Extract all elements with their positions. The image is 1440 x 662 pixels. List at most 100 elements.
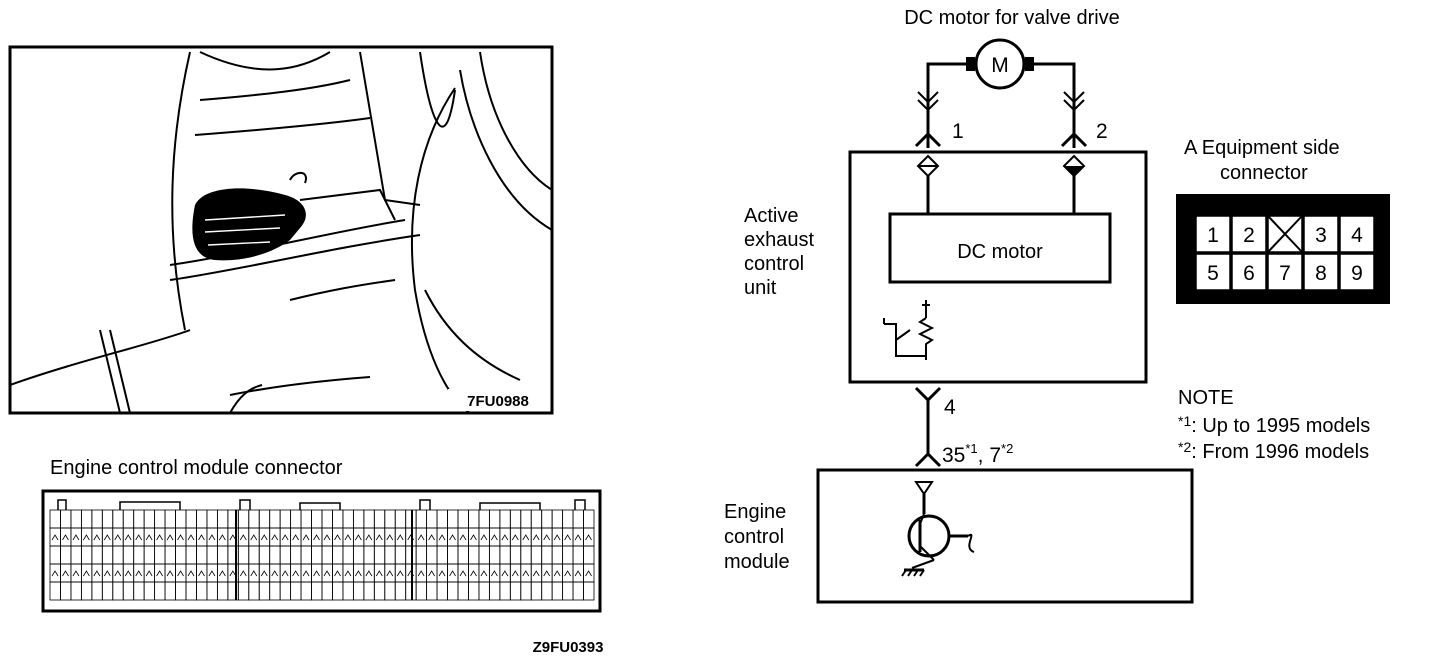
ecm-pin-cell: [436, 527, 448, 547]
ecm-pin-cell: [457, 563, 469, 583]
ecm-pin-cell: [80, 563, 93, 583]
ecm-pin-cell: [70, 509, 82, 529]
pin-4-connector: 4 35*1, 7*2: [914, 386, 1013, 468]
ecm-pin-cell: [154, 527, 166, 547]
connector-pin-number: 7: [1279, 262, 1291, 285]
ecm-pin-cell: [352, 527, 365, 547]
ecm-pin-cell: [311, 509, 323, 529]
ecm-pin-cell: [488, 545, 501, 565]
note-item-1: *1: Up to 1995 models: [1178, 413, 1370, 437]
ecm-pin-cell: [478, 563, 490, 583]
ecm-pin-cell: [112, 581, 124, 601]
ecm-pin-cell: [352, 581, 365, 601]
ecm-pin-cell: [237, 509, 250, 529]
ecm-pin-cell: [562, 545, 574, 565]
ecm-pin-cell: [154, 581, 166, 601]
ecm-pin-cell: [112, 563, 124, 583]
ecm-pin-cell: [572, 545, 584, 565]
ecm-pin-cell: [583, 581, 595, 601]
connector-blob: [192, 188, 306, 261]
ecm-pin-cell: [206, 581, 218, 601]
ecm-pin-cell: [583, 563, 595, 583]
aecu-label-line-4: unit: [744, 277, 777, 299]
ecm-pin-cell: [447, 509, 459, 529]
ecm-pin-cell: [520, 545, 532, 565]
ecm-pin-cell: [352, 563, 365, 583]
ecm-pin-cell: [572, 581, 584, 601]
ecm-pin-cell: [499, 563, 511, 583]
ecm-pin-cell: [499, 545, 511, 565]
ecm-pin-cell: [488, 581, 501, 601]
ecm-pin-cell: [248, 509, 260, 529]
ecm-pin-cell: [164, 563, 176, 583]
ecm-pin-cell: [237, 545, 250, 565]
ecm-pin-cell: [373, 581, 386, 601]
ecm-pin-cell: [332, 527, 344, 547]
ecm-pin-cell: [373, 509, 386, 529]
ecm-pin-cell: [258, 581, 271, 601]
connector-pin-number: 8: [1315, 262, 1327, 285]
ecm-pin-cell: [363, 545, 375, 565]
ecm-pin-cell: [133, 509, 145, 529]
ecm-pin-cell: [237, 581, 250, 601]
ecm-pin-cell: [342, 545, 354, 565]
inner-dc-motor-box: [888, 212, 1112, 284]
ecm-pin-cell: [394, 527, 407, 547]
ecm-label-line-2: control: [724, 526, 784, 548]
ecm-pin-cell: [488, 509, 501, 529]
aecu-box: [848, 150, 1148, 384]
ecm-pin-cell: [290, 563, 302, 583]
ecm-pin-cell: [394, 581, 407, 601]
connector-pin-cell: [1267, 215, 1303, 253]
ecm-pin-cell: [478, 527, 490, 547]
ecm-pin-cell: [101, 545, 114, 565]
ecm-pin-cell: [269, 545, 281, 565]
ecm-pin-cell: [583, 545, 595, 565]
ecm-pin-cell: [216, 527, 229, 547]
ecm-pin-cell: [562, 527, 574, 547]
ecm-pin-cell: [321, 581, 333, 601]
ecm-pin-cell: [551, 527, 564, 547]
ecm-pin-cell: [520, 563, 532, 583]
ecm-pin-cell: [478, 581, 490, 601]
ecm-pin-cell: [206, 563, 218, 583]
ecm-pin-cell: [279, 563, 292, 583]
ecm-pin-cell: [447, 545, 459, 565]
ecm-pin-cell: [551, 509, 564, 529]
ecm-pin-cell: [332, 581, 344, 601]
ecm-pin-cell: [60, 581, 72, 601]
ecm-pin-cell: [311, 545, 323, 565]
ecm-pin-cell: [122, 509, 135, 529]
ecm-pin-cell: [572, 509, 584, 529]
ecm-pin-cell: [258, 563, 271, 583]
ecm-pin-cell: [468, 545, 480, 565]
ecm-pin-cell: [405, 581, 417, 601]
ecm-pin-cell: [541, 563, 553, 583]
ecm-label-line-1: Engine: [724, 501, 786, 523]
ecm-pin-cell: [541, 527, 553, 547]
ecm-pin-cell: [384, 581, 396, 601]
ecm-pin-cell: [541, 545, 553, 565]
ecm-pin-cell: [321, 563, 333, 583]
ecm-pin-cell: [175, 581, 187, 601]
ecm-pin-cell: [300, 563, 312, 583]
ecm-pin-cell: [237, 527, 250, 547]
ecm-pin-cell: [70, 527, 82, 547]
ecm-pin-cell: [363, 509, 375, 529]
ecm-pin-cell: [415, 527, 428, 547]
ecm-pin-cell: [509, 509, 522, 529]
ecm-pin-cell: [196, 545, 208, 565]
pin-2-label: 2: [1096, 120, 1108, 143]
dc-motor-symbol: M: [926, 38, 1076, 90]
ecm-pin-cell: [352, 509, 365, 529]
ecm-pin-cell: [91, 581, 103, 601]
ecm-pin-cell: [269, 563, 281, 583]
ecm-terminal-label: 35*1, 7*2: [942, 441, 1013, 467]
illustration-code: 7FU0988: [467, 393, 529, 410]
ecm-pin-cell: [101, 563, 114, 583]
ecm-connector-code: Z9FU0393: [533, 639, 604, 656]
connector-pin-number: 3: [1315, 224, 1327, 247]
ecm-pin-cell: [468, 581, 480, 601]
ecm-pin-cell: [49, 527, 61, 547]
